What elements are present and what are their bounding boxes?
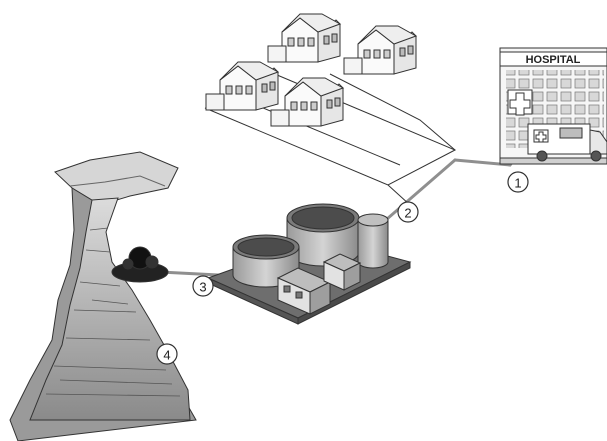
marker-1-label: 1 — [514, 176, 521, 191]
control-building — [276, 267, 332, 315]
ambulance — [527, 123, 607, 162]
marker-3-label: 3 — [199, 280, 206, 295]
marker-3: 3 — [192, 275, 214, 297]
marker-2: 2 — [397, 201, 419, 223]
hospital-cross-icon — [507, 89, 533, 116]
marker-2-label: 2 — [404, 206, 411, 221]
marker-1: 1 — [507, 171, 529, 193]
ambulance-cross-icon — [535, 131, 547, 143]
house-4 — [270, 77, 345, 127]
marker-4: 4 — [156, 343, 178, 365]
house-1 — [205, 61, 280, 111]
silo — [357, 213, 389, 269]
treatment-plant — [206, 203, 412, 325]
marker-4-label: 4 — [163, 348, 170, 363]
hospital-sign: HOSPITAL — [526, 54, 581, 66]
pollution-outfall — [111, 246, 169, 283]
houses — [205, 13, 418, 127]
hospital-sign-board — [499, 51, 607, 67]
house-2 — [267, 13, 342, 63]
river-water — [29, 197, 191, 421]
river — [9, 151, 197, 441]
pump-house — [322, 253, 362, 291]
house-3 — [343, 25, 418, 75]
